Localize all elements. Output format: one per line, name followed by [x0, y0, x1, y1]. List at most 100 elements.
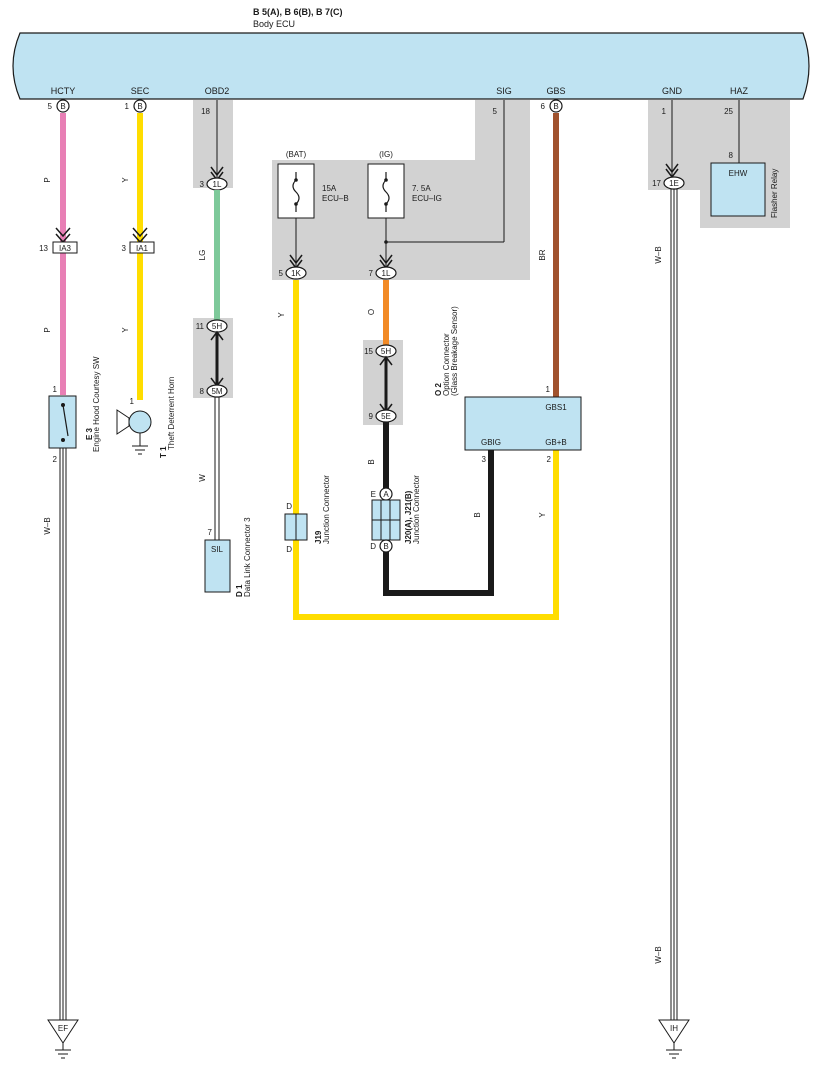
ecu-connector-codes: B 5(A), B 6(B), B 7(C): [253, 7, 343, 17]
terminal-hcty: HCTY: [51, 86, 76, 96]
option-gbig: GBIG: [481, 438, 501, 447]
wire-black-to-gbig: [383, 450, 494, 596]
ecu-name: Body ECU: [253, 19, 295, 29]
body-ecu-bar: [12, 32, 810, 100]
fuse-ecuig-dot2: [384, 202, 388, 206]
pin-ia1-number: 3: [122, 244, 127, 253]
pin-gbs-b-label: B: [553, 102, 558, 111]
connector-ia3: [52, 241, 78, 254]
option-sub: (Glass Breakage Sensor): [450, 306, 459, 396]
wire-label-br: BR: [538, 249, 547, 260]
connector-ia1-label: IA1: [136, 244, 149, 253]
pin-horn: 1: [130, 397, 135, 406]
switch-contact-bottom: [61, 438, 65, 442]
fuse-ecuig-dot1: [384, 178, 388, 182]
pin-j20-e: E: [371, 490, 376, 499]
fuse-ecub-dot2: [294, 202, 298, 206]
wire-yellow-loop: [293, 280, 559, 620]
connector-5m-label: 5M: [211, 387, 222, 396]
connector-1l-ig-label: 1L: [382, 269, 391, 278]
wire-label-p2: P: [43, 327, 52, 332]
wire-label-p1: P: [43, 177, 52, 182]
pin-gbb-number: 2: [547, 455, 552, 464]
option-gbs1: GBS1: [545, 403, 567, 412]
horn-name: Theft Deterrent Horn: [167, 377, 176, 450]
terminal-gnd: GND: [662, 86, 683, 96]
option-connector: [464, 396, 582, 451]
wire-label-y-sec1: Y: [121, 177, 130, 183]
pin-gbs1-number: 1: [546, 385, 551, 394]
terminal-sec: SEC: [131, 86, 150, 96]
flasher-name: Flasher Relay: [770, 169, 779, 218]
j19-pin-bot: D: [286, 545, 292, 554]
pin-5e-number: 9: [369, 412, 374, 421]
ground-ef-triangle: [47, 1019, 79, 1044]
connector-5m: [206, 384, 228, 398]
pin-sec-b: [133, 99, 147, 113]
connector-1l-obd-label: 1L: [213, 180, 222, 189]
terminal-obd2: OBD2: [205, 86, 230, 96]
pin-1e-number: 17: [652, 179, 661, 188]
pin-sec-number: 1: [125, 102, 130, 111]
pin-dlc: 7: [208, 528, 213, 537]
flasher-inner: EHW: [729, 169, 748, 178]
terminal-gbs: GBS: [546, 86, 565, 96]
wire-label-wb-right1: W–B: [654, 246, 663, 263]
j20-name: Junction Connector: [412, 475, 421, 544]
pin-hcty-number: 5: [48, 102, 53, 111]
dlc-code: D 1: [235, 584, 244, 597]
fuse-ig-label: (IG): [379, 150, 393, 159]
wire-label-wb-right2: W–B: [654, 946, 663, 963]
wire-label-b2: B: [473, 512, 482, 517]
ground-ih-triangle: [658, 1019, 690, 1044]
connector-ia3-label: IA3: [59, 244, 72, 253]
pin-j20-a-label: A: [383, 490, 389, 499]
pin-5h-b-number: 15: [364, 347, 373, 356]
wire-label-o: O: [367, 309, 376, 315]
pin-1k-number: 5: [279, 269, 284, 278]
fuse-ecub-name: ECU–B: [322, 194, 349, 203]
connector-1k-label: 1K: [291, 269, 301, 278]
terminal-haz: HAZ: [730, 86, 749, 96]
option-code: O 2: [434, 383, 443, 396]
ground-ef-label: EF: [58, 1024, 68, 1033]
dlc-inner: SIL: [211, 545, 224, 554]
ground-ih-label: IH: [670, 1024, 678, 1033]
pin-hcty-b: [56, 99, 70, 113]
connector-ia1: [129, 241, 155, 254]
fuse-bat-label: (BAT): [286, 150, 307, 159]
j19-name: Junction Connector: [322, 475, 331, 544]
pin-ia3-number: 13: [39, 244, 48, 253]
connector-5h-a-label: 5H: [212, 322, 222, 331]
wire-label-y-ecub: Y: [277, 312, 286, 318]
pin-gnd-number: 1: [662, 107, 667, 116]
pin-hood-top: 1: [53, 385, 58, 394]
wire-label-b1: B: [367, 459, 376, 464]
connector-1k: [285, 266, 307, 280]
switch-blade: [62, 404, 69, 437]
wire-label-y-gbb: Y: [538, 512, 547, 518]
pin-gbs-b: [549, 99, 563, 113]
dlc-name: Data Link Connector 3: [243, 517, 252, 597]
pin-sec-b-label: B: [137, 102, 142, 111]
option-gbb: GB+B: [545, 438, 567, 447]
horn-code: T 1: [159, 446, 168, 458]
fuse-ecuig-icon: [382, 172, 390, 212]
terminal-sig: SIG: [496, 86, 512, 96]
hood-code: E 3: [85, 427, 94, 440]
pin-j20-d: D: [370, 542, 376, 551]
connector-5e-label: 5E: [381, 412, 391, 421]
fuse-ecuig-amp: 7. 5A: [412, 184, 431, 193]
option-name: Option Connector: [442, 333, 451, 396]
j20-code: J20(A), J21(B): [404, 490, 413, 544]
j19-code: J19: [314, 530, 323, 544]
fuse-ecub-icon: [292, 172, 300, 212]
flasher-relay: [710, 162, 766, 217]
pin-5h-a-number: 11: [196, 322, 205, 331]
fuse-ecuig-name: ECU–IG: [412, 194, 442, 203]
wire-label-wb-left: W–B: [43, 517, 52, 534]
fuse-ecub-amp: 15A: [322, 184, 337, 193]
data-link-connector: [204, 539, 231, 593]
horn-bell: [116, 409, 130, 435]
